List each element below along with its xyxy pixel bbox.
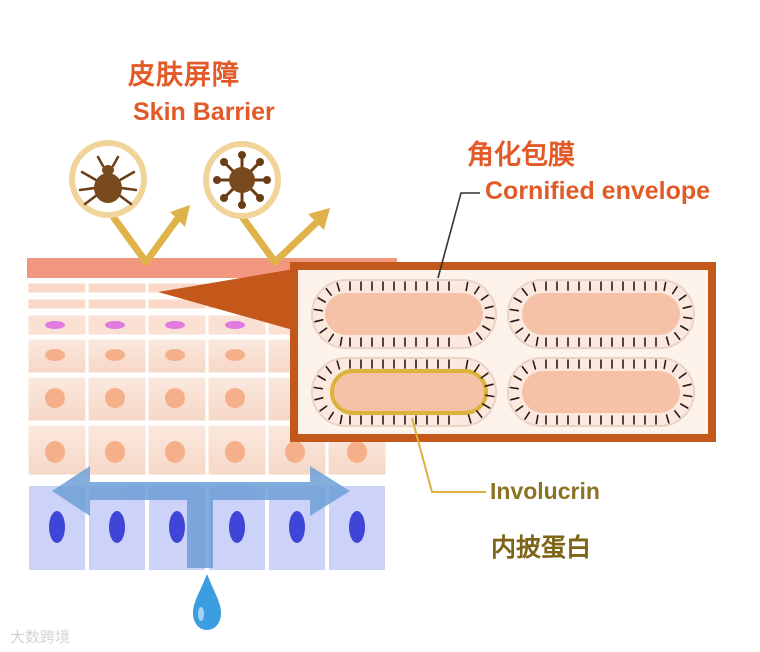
cornified-envelope-label-en: Cornified envelope: [485, 177, 711, 205]
deflection-arrows: [110, 214, 321, 266]
cornified-envelope-leader: [437, 192, 480, 279]
skin-barrier-title-cn: 皮肤屏障: [128, 60, 240, 91]
arrow-left: [52, 466, 187, 516]
involucrin-label-cn: 内披蛋白: [491, 533, 592, 562]
involucrin-label-en: Involucrin: [490, 478, 600, 504]
moisture-retention-arrows: [52, 466, 350, 568]
involucrin-envelope: [330, 369, 488, 415]
water-drop-icon: [193, 574, 221, 630]
mite-icon: [69, 140, 147, 218]
arrow-down: [187, 482, 213, 568]
involucrin-leader: [411, 417, 486, 493]
watermark: 大数跨境: [10, 628, 71, 646]
envelope-protein-ticks: [313, 281, 693, 425]
zoom-pointer: [158, 268, 300, 332]
arrow-right: [213, 466, 350, 516]
cornified-envelope-label-cn: 角化包膜: [467, 140, 575, 171]
cornified-envelope-zoom-box: [290, 262, 716, 442]
virus-icon: [203, 141, 281, 219]
skin-barrier-title-en: Skin Barrier: [133, 98, 275, 126]
stratum-spinosum: [25, 336, 389, 478]
